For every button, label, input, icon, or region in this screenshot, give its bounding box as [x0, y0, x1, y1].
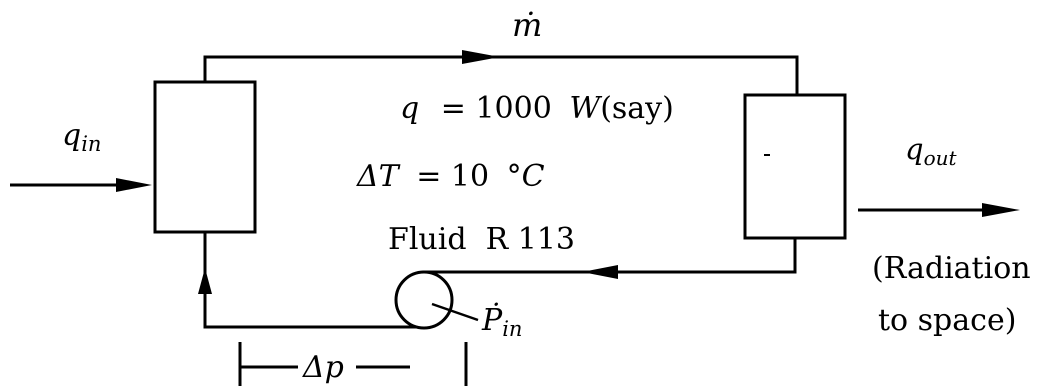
pump-power-label: Ṗin	[481, 302, 522, 341]
loop-piping	[203, 55, 799, 329]
supply-pipe	[203, 230, 426, 329]
return-pipe	[422, 236, 797, 274]
condenser-box	[743, 93, 847, 240]
heat-output-arrow	[858, 203, 1020, 217]
pump-leader	[431, 302, 479, 322]
pump-circle	[394, 270, 454, 330]
up-flow-arrow	[198, 268, 212, 294]
fluid-label: Fluid R 113	[388, 222, 575, 257]
evaporator-box	[153, 80, 257, 234]
return-flow-arrow	[582, 265, 618, 279]
flow-arrows	[198, 50, 618, 294]
temperature-difference-label: ΔT = 10 °C	[356, 159, 545, 194]
top-flow-arrow	[462, 50, 500, 64]
radiation-label-line2: to space)	[878, 303, 1016, 338]
heat-load-label: q = 1000 W(say)	[400, 91, 674, 126]
heat-input-arrow	[10, 178, 152, 192]
heat-in-label: qin	[62, 118, 101, 156]
heat-out-label: qout	[905, 132, 958, 170]
pressure-drop-dimension	[238, 342, 468, 386]
mass-flow-label: ṁ	[512, 6, 542, 44]
radiation-label-line1: (Radiation	[872, 251, 1031, 286]
top-pipe	[203, 55, 799, 97]
pressure-drop-label: Δp	[302, 350, 344, 385]
